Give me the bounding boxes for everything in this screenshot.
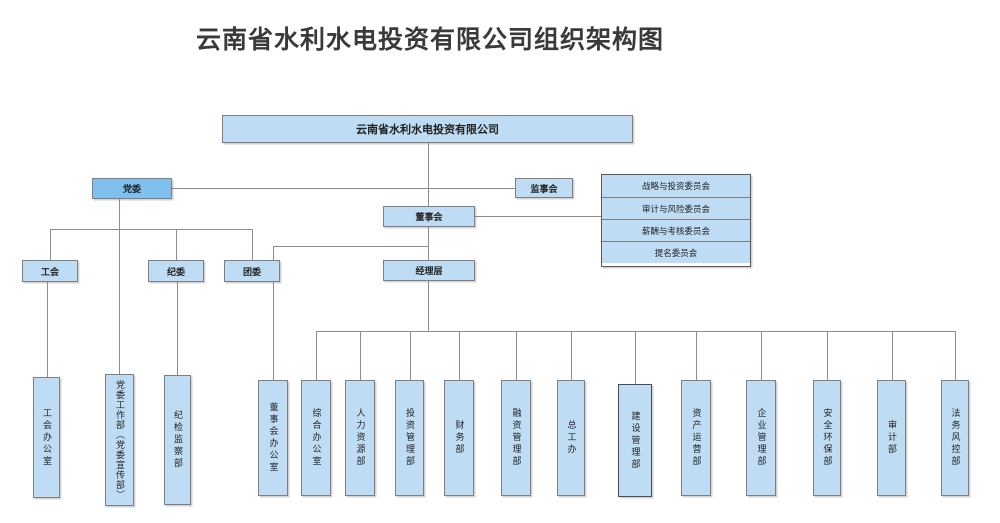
dept-label: 投资管理部 (404, 408, 414, 468)
connector-party-supervisory (172, 188, 515, 189)
committee-label: 薪酬与考核委员会 (641, 226, 710, 237)
org-node-party-committee: 党委 (92, 178, 172, 199)
dept-label: 综合办公室 (310, 408, 321, 468)
dept-safety-environment: 安全环保部 (813, 380, 841, 496)
dept-label: 纪检监察部 (172, 410, 182, 470)
connector-dept-drop (955, 331, 956, 380)
connector-dept-drop (761, 331, 762, 380)
dept-label: 人力资源部 (354, 408, 365, 468)
dept-label: 企业管理部 (755, 408, 766, 468)
org-node-board-of-directors-label: 董事会 (415, 213, 443, 223)
committee-strategy-investment: 战略与投资委员会 (602, 175, 750, 197)
connector-party-branch (50, 229, 253, 230)
dept-legal-risk-control: 法务风控部 (941, 380, 969, 496)
connector-party-down (119, 199, 120, 374)
board-committees-group: 战略与投资委员会 审计与风险委员会 薪酬与考核委员会 提名委员会 (601, 174, 751, 267)
dept-label: 工会办公室 (41, 407, 51, 468)
dept-finance: 财务部 (444, 380, 474, 496)
dept-label: 法务风控部 (949, 408, 960, 468)
dept-enterprise-management: 企业管理部 (746, 380, 776, 496)
connector-dept-drop (635, 331, 636, 384)
org-node-company-label: 云南省水利水电投资有限公司 (356, 123, 499, 136)
connector-company-board (428, 143, 429, 206)
committee-label: 提名委员会 (654, 248, 698, 259)
dept-chief-engineer-office: 总工办 (557, 380, 585, 496)
connector-dept-drop (360, 331, 361, 380)
dept-board-office: 董事会办公室 (258, 380, 288, 496)
chart-title: 云南省水利水电投资有限公司组织架构图 (195, 25, 664, 54)
dept-label: 审计部 (886, 420, 896, 456)
connector-dept-drop (827, 331, 828, 380)
connector-boardoffice-h (273, 246, 428, 247)
connector-dept-drop (892, 331, 893, 380)
connector-board-committees (475, 216, 601, 217)
dept-party-work: 党委工作部（党委宣传部） (105, 374, 134, 506)
org-node-supervisory-board: 监事会 (515, 178, 573, 198)
org-node-discipline-committee-label: 纪委 (166, 267, 185, 278)
dept-label: 党委工作部（党委宣传部） (114, 380, 124, 500)
org-node-discipline-committee: 纪委 (148, 260, 204, 282)
connector-drop-discipline (176, 229, 177, 260)
connector-dept-drop (316, 331, 317, 380)
org-node-supervisory-board-label: 监事会 (530, 184, 558, 195)
dept-general-office: 综合办公室 (301, 380, 331, 496)
committee-audit-risk: 审计与风险委员会 (602, 197, 750, 219)
connector-dept-bus (316, 331, 956, 332)
committee-label: 战略与投资委员会 (641, 182, 710, 192)
org-node-youth-league: 团委 (224, 260, 280, 282)
committee-nomination: 提名委员会 (602, 241, 750, 263)
dept-label: 总工办 (565, 420, 576, 456)
connector-drop-union (50, 229, 51, 260)
org-node-party-committee-label: 党委 (122, 185, 141, 195)
dept-label: 建设管理部 (629, 410, 640, 471)
committee-label: 审计与风险委员会 (641, 204, 710, 215)
connector-drop-youth (252, 229, 253, 260)
org-node-labor-union-label: 工会 (40, 267, 59, 278)
dept-financing-management: 融资管理部 (501, 380, 531, 496)
connector-dept-drop (516, 331, 517, 380)
dept-discipline-supervision: 纪检监察部 (164, 375, 191, 505)
org-node-board-of-directors: 董事会 (383, 206, 475, 227)
connector-board-management (428, 227, 429, 260)
connector-dept-drop (410, 331, 411, 380)
connector-dept-drop (459, 331, 460, 380)
connector-dept-drop (696, 331, 697, 380)
connector-dept-drop (571, 331, 572, 380)
org-node-labor-union: 工会 (22, 260, 78, 282)
dept-label: 资产运营部 (690, 408, 701, 468)
dept-label: 财务部 (453, 420, 464, 456)
org-node-youth-league-label: 团委 (242, 267, 261, 278)
dept-human-resources: 人力资源部 (345, 380, 375, 496)
dept-label: 董事会办公室 (267, 402, 278, 474)
dept-audit: 审计部 (877, 380, 906, 496)
org-node-management-label: 经理层 (415, 267, 443, 277)
connector-discipline-dept (177, 282, 178, 375)
dept-asset-operation: 资产运营部 (681, 380, 711, 496)
dept-label: 安全环保部 (821, 408, 832, 468)
dept-label: 融资管理部 (510, 408, 521, 468)
dept-union-office: 工会办公室 (33, 377, 60, 498)
dept-construction-management: 建设管理部 (618, 384, 652, 497)
org-node-company: 云南省水利水电投资有限公司 (222, 115, 633, 143)
committee-remuneration-appraisal: 薪酬与考核委员会 (602, 219, 750, 241)
org-node-management: 经理层 (383, 260, 475, 281)
connector-union-office (47, 282, 48, 377)
connector-boardoffice-v (273, 246, 274, 380)
dept-investment-management: 投资管理部 (395, 380, 424, 496)
connector-management-down (428, 281, 429, 331)
